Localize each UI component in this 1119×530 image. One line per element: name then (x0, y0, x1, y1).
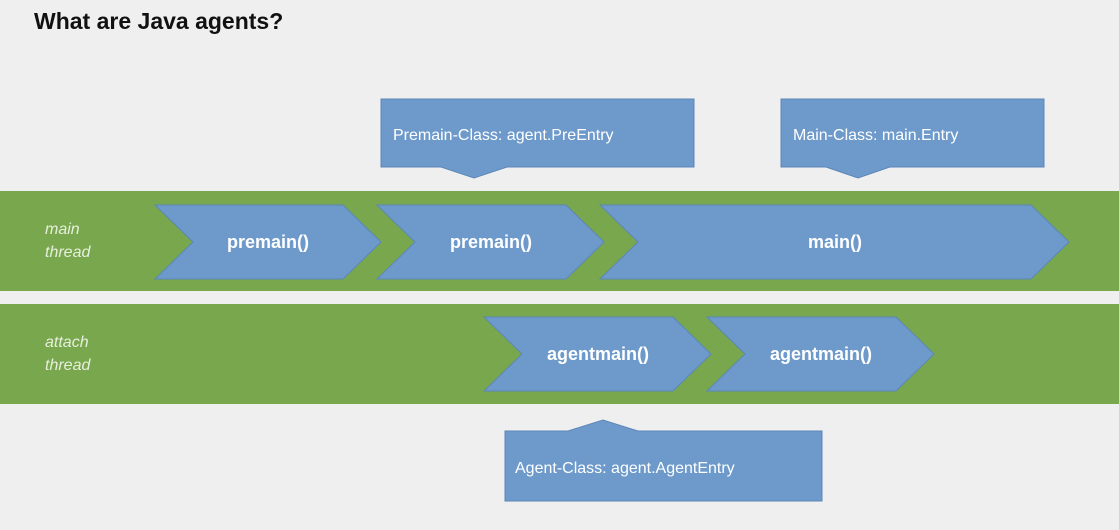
agentmain-arrow-1-label: agentmain() (547, 344, 649, 364)
main-thread-label-line1: main (45, 221, 80, 238)
agent-class-callout-label: Agent-Class: agent.AgentEntry (515, 460, 735, 477)
main-arrow: main() (598, 204, 1070, 280)
main-arrow-label: main() (808, 232, 862, 252)
premain-arrow-2-label: premain() (450, 232, 532, 252)
main-class-callout: Main-Class: main.Entry (780, 98, 1045, 179)
premain-class-callout-label: Premain-Class: agent.PreEntry (393, 127, 614, 144)
main-class-callout-label: Main-Class: main.Entry (793, 127, 958, 144)
main-thread-label: main thread (45, 218, 90, 264)
agentmain-arrow-2-label: agentmain() (770, 344, 872, 364)
agentmain-arrow-2: agentmain() (705, 316, 935, 392)
main-thread-label-line2: thread (45, 244, 91, 261)
attach-thread-label: attach thread (45, 331, 90, 377)
premain-arrow-1: premain() (153, 204, 382, 280)
premain-arrow-2: premain() (375, 204, 605, 280)
agent-class-callout: Agent-Class: agent.AgentEntry (504, 419, 823, 502)
premain-class-callout: Premain-Class: agent.PreEntry (380, 98, 695, 179)
agentmain-arrow-1: agentmain() (482, 316, 712, 392)
attach-thread-label-line1: attach (45, 334, 89, 351)
attach-thread-label-line2: thread (45, 357, 91, 374)
slide-title: What are Java agents? (34, 8, 284, 34)
premain-arrow-1-label: premain() (227, 232, 309, 252)
